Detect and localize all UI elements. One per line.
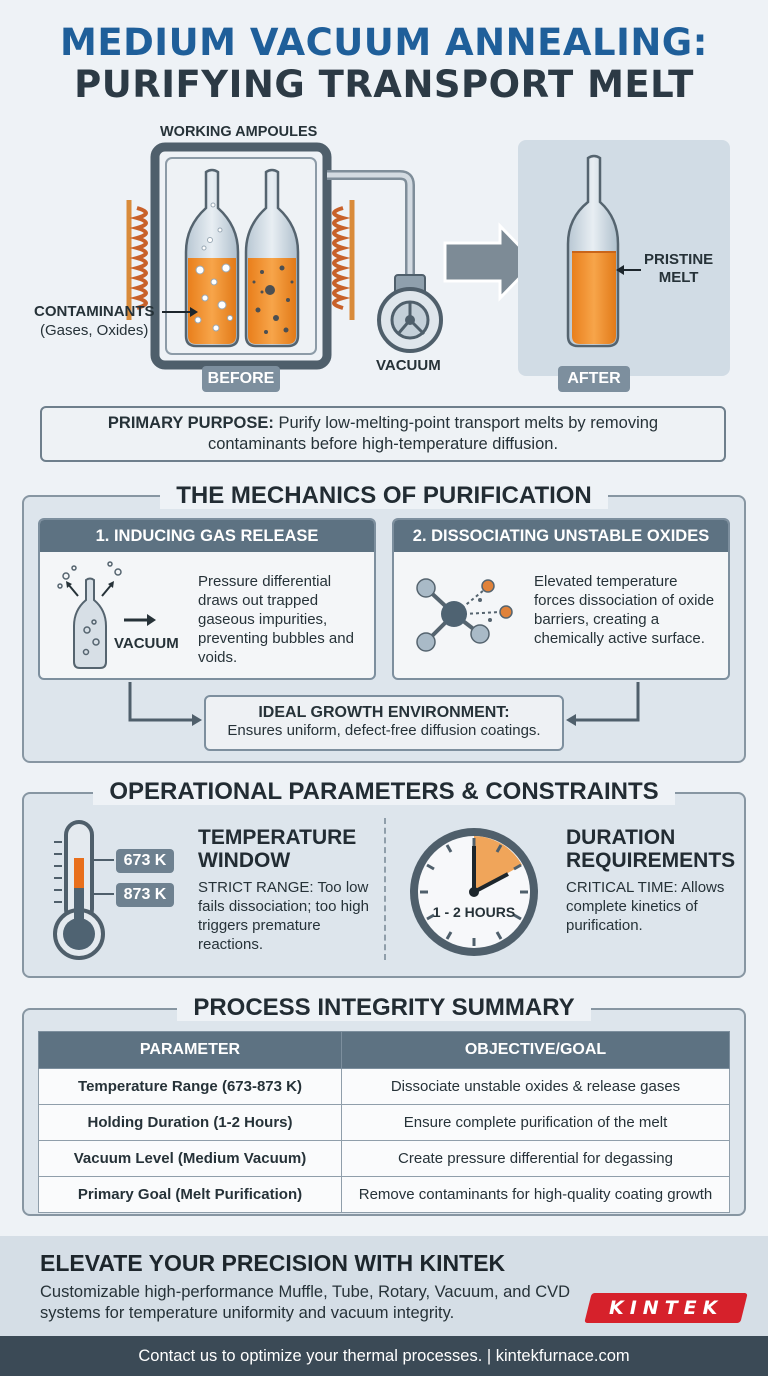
- mechanics-heading: THE MECHANICS OF PURIFICATION: [0, 482, 768, 510]
- clock-icon: [410, 828, 538, 956]
- table-cell: Vacuum Level (Medium Vacuum): [38, 1140, 342, 1177]
- table-row: Holding Duration (1-2 Hours) Ensure comp…: [38, 1104, 730, 1141]
- after-tag: AFTER: [558, 366, 630, 392]
- clock-label: 1 - 2 HOURS: [432, 904, 516, 920]
- table-row: Primary Goal (Melt Purification) Remove …: [38, 1176, 730, 1213]
- transition-arrow-icon: [443, 222, 538, 302]
- gas-release-text: Pressure differential draws out trapped …: [198, 573, 354, 666]
- duration-title-line-2: REQUIREMENTS: [566, 849, 736, 872]
- furnace-frame: [150, 142, 332, 370]
- ideal-growth-title: IDEAL GROWTH ENVIRONMENT:: [258, 704, 510, 721]
- table-cell: Remove contaminants for high-quality coa…: [341, 1176, 730, 1213]
- summary-heading-text: PROCESS INTEGRITY SUMMARY: [177, 994, 591, 1021]
- ampoule-gas: [184, 168, 240, 348]
- vacuum-pump-icon: [377, 274, 443, 353]
- vacuum-label: VACUUM: [376, 357, 441, 374]
- vacuum-line: [327, 170, 415, 298]
- gas-release-icon: [57, 561, 156, 669]
- temperature-window-text: STRICT RANGE: Too low fails dissociation…: [198, 879, 369, 953]
- column-header-objective: OBJECTIVE/GOAL: [341, 1031, 730, 1069]
- contaminants-label: CONTAMINANTS: [34, 303, 155, 320]
- temp-low-badge: 673 K: [116, 849, 174, 873]
- oxides-text: Elevated temperature forces dissociation…: [534, 573, 715, 647]
- thermometer-icon: [53, 820, 114, 960]
- molecule-icon: [416, 578, 513, 652]
- kintek-logo-text: KINTEK: [608, 1297, 724, 1319]
- working-ampoules-label: WORKING AMPOULES: [160, 124, 318, 140]
- parameters-divider: [384, 818, 386, 960]
- ampoule-pristine: [566, 154, 620, 348]
- table-cell: Create pressure differential for degassi…: [341, 1140, 730, 1177]
- table-cell: Temperature Range (673-873 K): [38, 1068, 342, 1105]
- gas-release-vacuum-label: VACUUM: [114, 635, 179, 652]
- page-title: MEDIUM VACUUM ANNEALING: PURIFYING TRANS…: [0, 21, 768, 107]
- duration-title: DURATION REQUIREMENTS: [566, 826, 735, 872]
- footer-text: Customizable high-performance Muffle, Tu…: [40, 1283, 571, 1322]
- kintek-logo[interactable]: KINTEK: [584, 1293, 748, 1323]
- parameters-heading: OPERATIONAL PARAMETERS & CONSTRAINTS: [0, 778, 768, 806]
- gas-release-title: 1. INDUCING GAS RELEASE: [40, 520, 374, 552]
- oxides-card: 2. DISSOCIATING UNSTABLE OXIDES Elevated…: [392, 518, 730, 680]
- primary-purpose-body: Purify low-melting-point transport melts…: [207, 414, 659, 453]
- summary-table: PARAMETER OBJECTIVE/GOAL Temperature Ran…: [38, 1031, 730, 1213]
- heating-coil-right: [332, 200, 355, 320]
- ideal-growth-box: IDEAL GROWTH ENVIRONMENT: Ensures unifor…: [204, 695, 564, 751]
- duration-title-line-1: DURATION: [566, 826, 676, 849]
- parameters-heading-text: OPERATIONAL PARAMETERS & CONSTRAINTS: [93, 778, 675, 805]
- title-line-2: PURIFYING TRANSPORT MELT: [74, 63, 694, 107]
- gas-release-card: 1. INDUCING GAS RELEASE VACUUM Pressure …: [38, 518, 376, 680]
- temperature-window-title: TEMPERATURE WINDOW: [198, 826, 356, 872]
- pristine-melt-label: PRISTINE MELT: [644, 251, 713, 287]
- table-cell: Dissociate unstable oxides & release gas…: [341, 1068, 730, 1105]
- ideal-growth-text: Ensures uniform, defect-free diffusion c…: [227, 722, 541, 739]
- primary-purpose-label: PRIMARY PURPOSE:: [107, 414, 274, 432]
- pristine-line-2: MELT: [658, 269, 699, 286]
- table-row: Temperature Range (673-873 K) Dissociate…: [38, 1068, 730, 1105]
- table-cell: Holding Duration (1-2 Hours): [38, 1104, 342, 1141]
- temp-high-badge: 873 K: [116, 883, 174, 907]
- mechanics-connectors: [128, 682, 640, 726]
- column-header-parameter: PARAMETER: [38, 1031, 342, 1069]
- table-cell: Primary Goal (Melt Purification): [38, 1176, 342, 1213]
- heating-coil-left: [126, 200, 148, 320]
- primary-purpose-box: PRIMARY PURPOSE: Purify low-melting-poin…: [40, 406, 726, 462]
- table-cell: Ensure complete purification of the melt: [341, 1104, 730, 1141]
- mechanics-heading-text: THE MECHANICS OF PURIFICATION: [160, 482, 608, 509]
- table-row: Vacuum Level (Medium Vacuum) Create pres…: [38, 1140, 730, 1177]
- ampoule-oxides: [244, 168, 300, 348]
- temperature-title-line-1: TEMPERATURE: [198, 826, 357, 849]
- before-tag: BEFORE: [202, 366, 280, 392]
- annealing-illustration: [126, 140, 730, 376]
- contaminants-sublabel: (Gases, Oxides): [40, 322, 149, 339]
- summary-heading: PROCESS INTEGRITY SUMMARY: [0, 994, 768, 1022]
- pristine-line-1: PRISTINE: [644, 251, 714, 268]
- primary-purpose-text: PRIMARY PURPOSE: Purify low-melting-poin…: [72, 413, 694, 455]
- duration-text: CRITICAL TIME: Allows complete kinetics …: [566, 879, 725, 934]
- title-line-1: MEDIUM VACUUM ANNEALING:: [60, 21, 708, 64]
- temperature-title-line-2: WINDOW: [198, 849, 291, 872]
- table-header-row: PARAMETER OBJECTIVE/GOAL: [38, 1031, 730, 1069]
- footer-title: ELEVATE YOUR PRECISION WITH KINTEK: [40, 1250, 506, 1276]
- contact-bar[interactable]: Contact us to optimize your thermal proc…: [0, 1336, 768, 1376]
- oxides-title: 2. DISSOCIATING UNSTABLE OXIDES: [394, 520, 728, 552]
